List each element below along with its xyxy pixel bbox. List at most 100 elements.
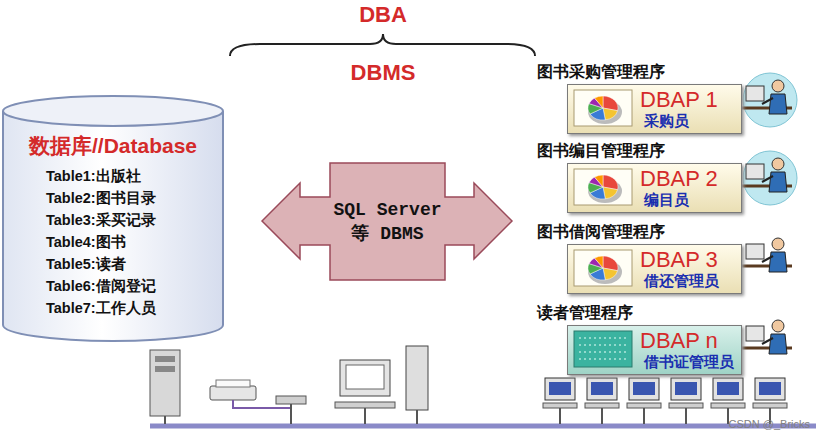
table-name: Table2:图书目录 [2, 187, 224, 209]
user-role: 采购员 [644, 112, 737, 130]
terminal-screen [717, 382, 739, 395]
monitor [746, 244, 764, 259]
program-box: DBAP 1采购员 [567, 84, 742, 134]
double-arrow-shape [262, 163, 512, 280]
program-box: DBAP 2编目员 [567, 163, 742, 213]
hub [276, 396, 306, 424]
table-name: Table6:借阅登记 [2, 275, 224, 297]
arm [762, 98, 773, 104]
layer-title: DBMS [351, 60, 416, 86]
dbms-name: SQL Server等 DBMS [332, 198, 443, 246]
program-name: 图书编目管理程序 [537, 141, 749, 161]
watermark: CSDN @_Bricks [729, 418, 810, 430]
terminal-monitor [713, 378, 743, 400]
person-icon [742, 73, 797, 127]
icon-ground [743, 73, 797, 127]
screen-line [579, 345, 627, 346]
pie-slice [603, 108, 618, 120]
terminal-screen [633, 382, 655, 395]
table-name: Table1:出版社 [2, 165, 224, 187]
table-name: Table7:工作人员 [2, 297, 224, 319]
wire [290, 404, 292, 424]
body [769, 172, 787, 192]
server-drive [155, 356, 175, 362]
wire [643, 408, 645, 424]
application-node: 图书借阅管理程序DBAP 3借还管理员 [537, 222, 749, 294]
double-arrow [262, 163, 512, 280]
program-box-alt: DBAP n借书证管理员 [567, 325, 742, 375]
hub-body [276, 396, 306, 404]
pie-chart-icon [573, 168, 633, 206]
icon-frame [574, 90, 632, 126]
app-name: DBAP 1 [640, 88, 737, 112]
pie-slice [603, 187, 618, 199]
network-bus [150, 424, 816, 429]
app-name: DBAP n [640, 329, 737, 353]
icon-ground [743, 151, 797, 205]
terminal-screen [759, 382, 781, 395]
server-drive [155, 366, 175, 372]
arm [762, 256, 773, 262]
screen-line [579, 359, 627, 360]
terminal-monitor [545, 378, 575, 400]
table-name: Table3:采买记录 [2, 209, 224, 231]
table-name: Table5:读者 [2, 253, 224, 275]
user-role: 借书证管理员 [644, 353, 737, 371]
body [769, 334, 787, 354]
terminal-monitor [671, 378, 701, 400]
terminal-screen [591, 382, 613, 395]
database-cylinder: 数据库//DatabaseTable1:出版社Table2:图书目录Table3… [2, 95, 224, 341]
monitor [746, 326, 764, 341]
workstation [335, 346, 428, 424]
database-title: 数据库//Database [2, 133, 224, 159]
wire [685, 408, 687, 424]
pie-slice [603, 268, 618, 280]
screen-icon [573, 330, 633, 368]
application-node: 图书编目管理程序DBAP 2编目员 [537, 141, 749, 213]
pie-slice [595, 256, 603, 268]
wire [364, 408, 366, 424]
server-case [150, 350, 180, 416]
terminal-keyboard [669, 403, 703, 408]
brace [230, 34, 535, 56]
wire [601, 408, 603, 424]
arm [762, 176, 773, 182]
wire [416, 410, 418, 424]
program-name: 图书借阅管理程序 [537, 222, 749, 242]
terminal-keyboard [753, 403, 787, 408]
terminal-keyboard [627, 403, 661, 408]
user-role: 编目员 [644, 191, 737, 209]
wire [164, 416, 166, 424]
screen-line [579, 338, 627, 339]
monitor [746, 86, 764, 101]
program-box: DBAP 3借还管理员 [567, 244, 742, 294]
terminal-keyboard [543, 403, 577, 408]
monitor [340, 360, 390, 396]
people [742, 73, 797, 367]
icon-ground [743, 231, 797, 285]
server [150, 350, 180, 424]
body [769, 94, 787, 114]
screen [346, 365, 384, 389]
terminal-monitor [755, 378, 785, 400]
role-title: DBA [359, 2, 407, 28]
head [772, 158, 784, 170]
terminal-keyboard [711, 403, 745, 408]
screen-frame [574, 331, 632, 367]
table-name: Table4:图书 [2, 231, 224, 253]
terminal-screen [549, 382, 571, 395]
head [772, 238, 784, 250]
icon-frame [574, 250, 632, 286]
printer-body [210, 386, 256, 400]
pie-slice [595, 175, 603, 187]
head [772, 320, 784, 332]
person-icon [742, 151, 797, 205]
person-icon [742, 313, 797, 367]
app-name: DBAP 2 [640, 167, 737, 191]
head [772, 80, 784, 92]
printer-paper [216, 380, 250, 387]
terminal-monitor [587, 378, 617, 400]
pie-slice [595, 96, 603, 108]
tower [406, 346, 428, 410]
